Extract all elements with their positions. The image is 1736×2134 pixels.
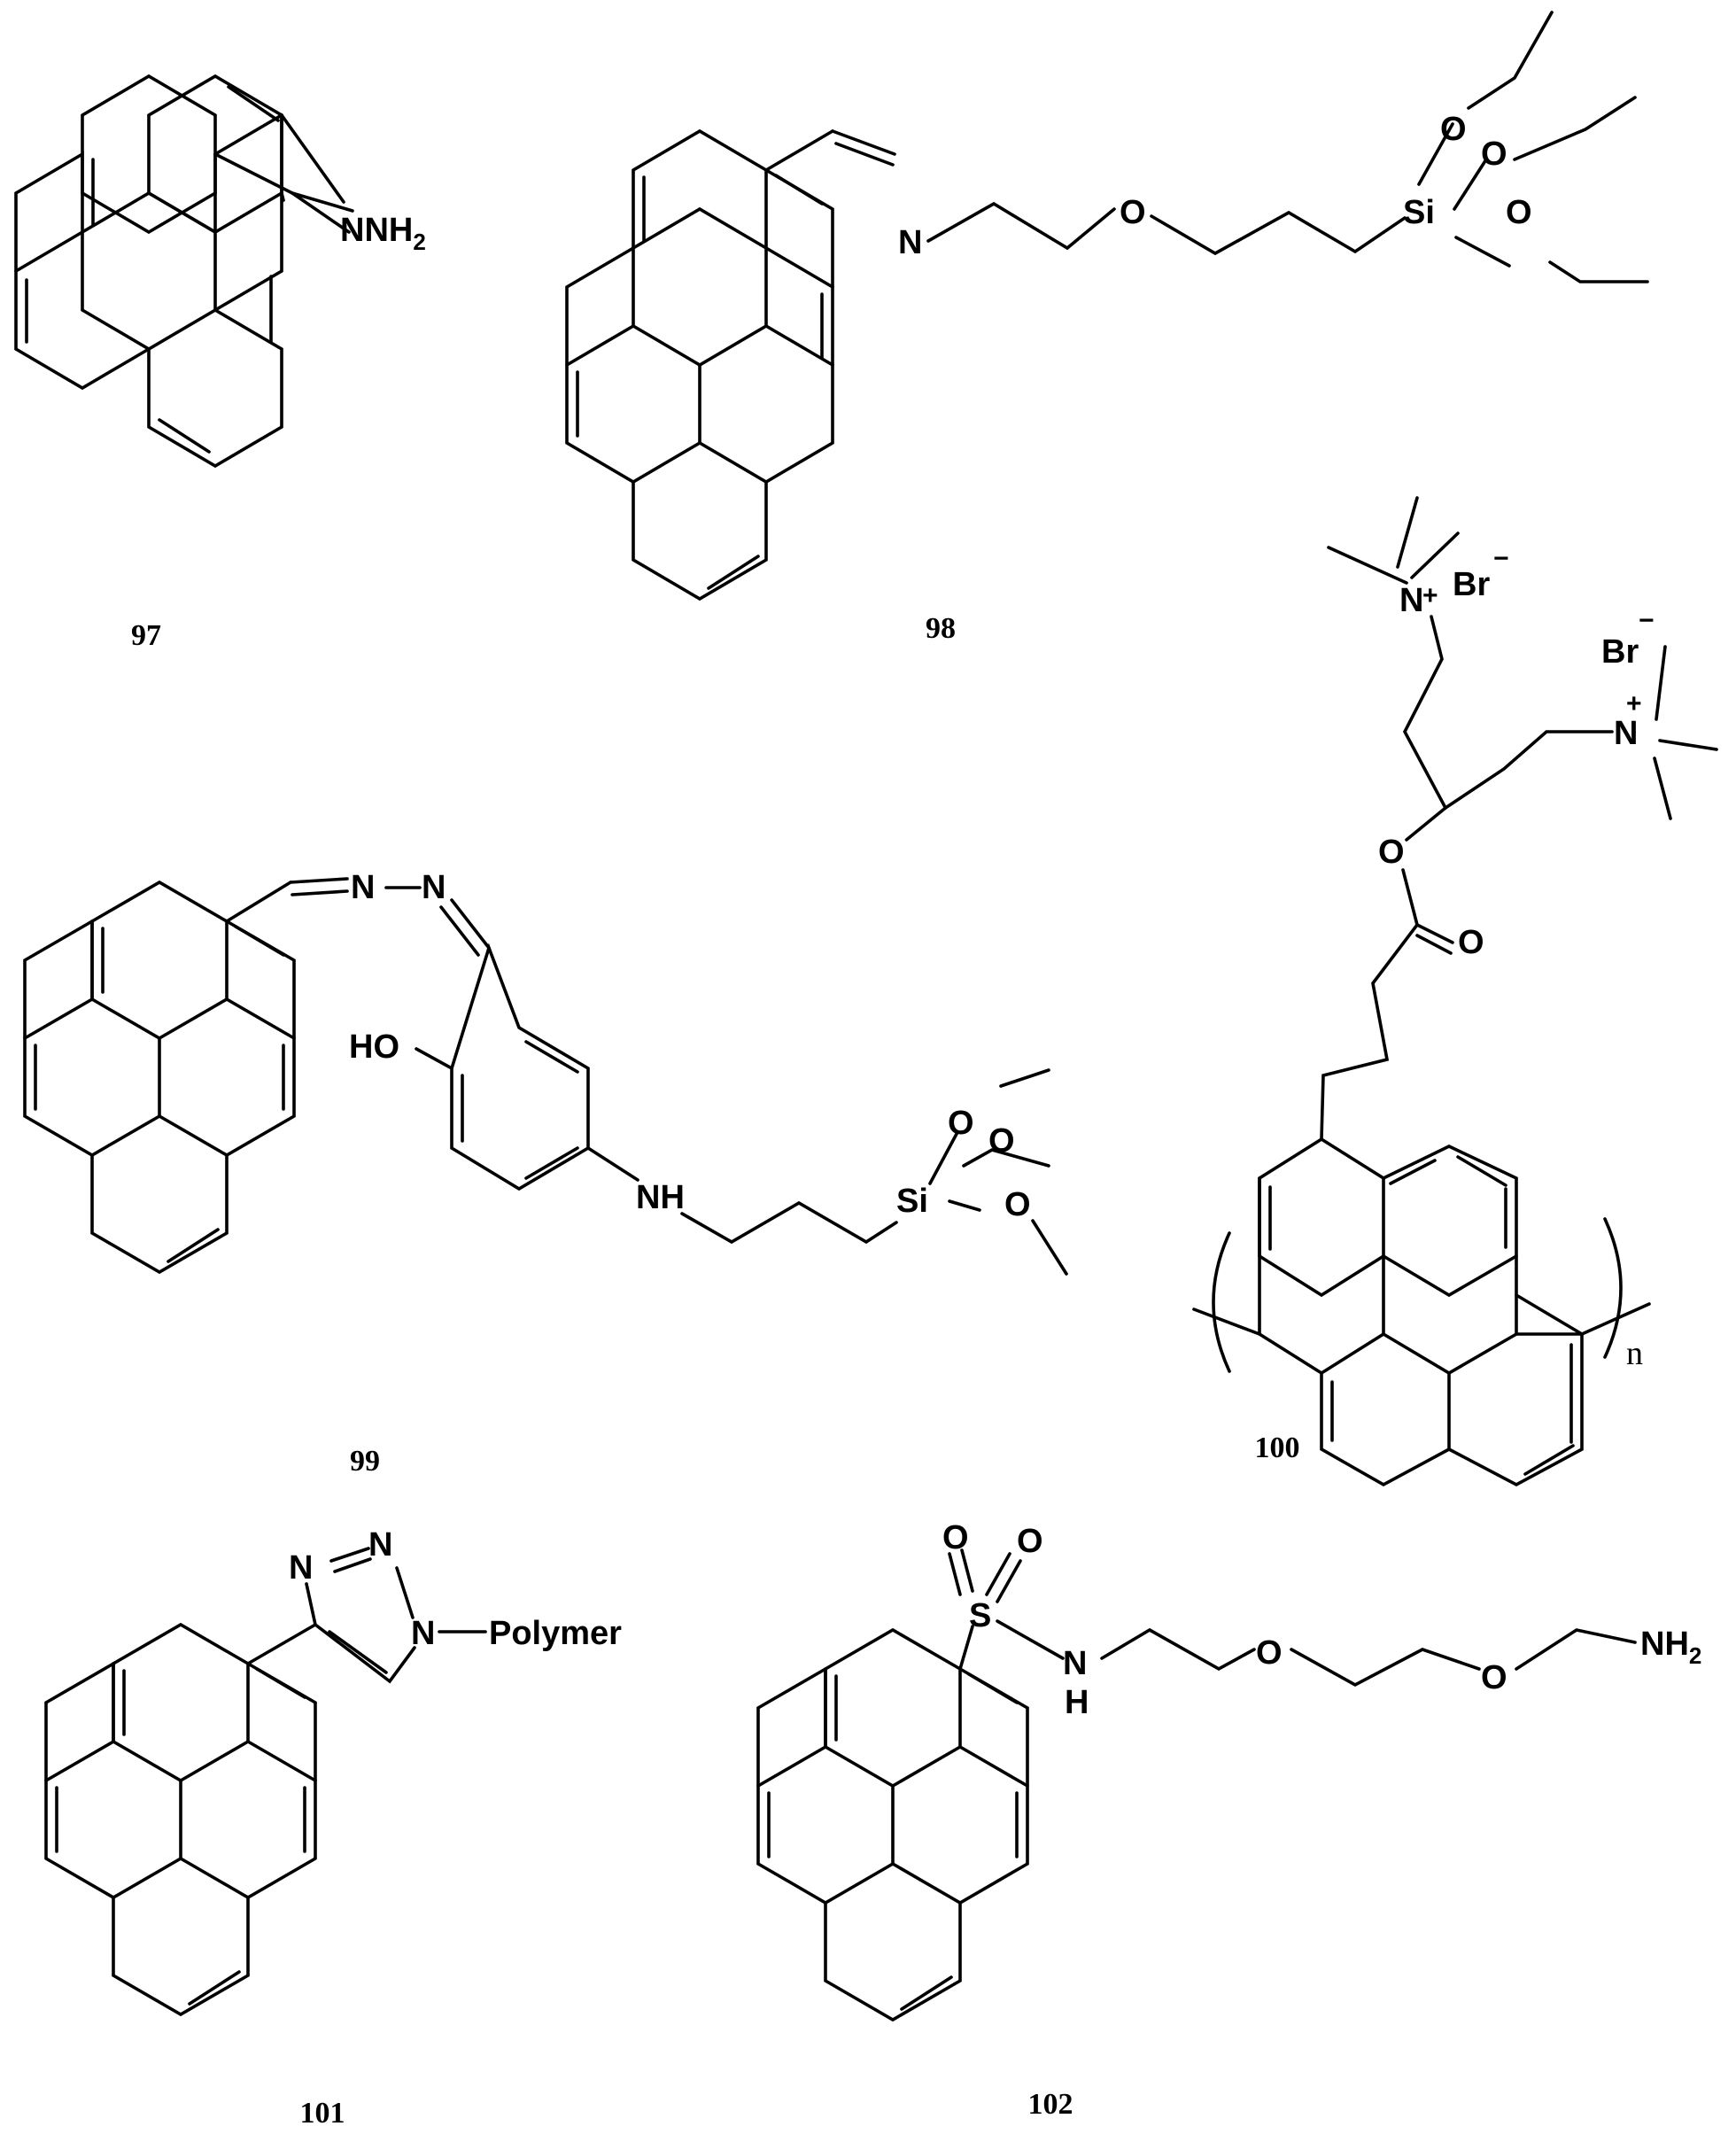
compound-99-number: 99 [350, 1445, 380, 1478]
compound-98-o2: O [1481, 136, 1507, 173]
compound-100-n1: N [1399, 582, 1423, 619]
compound-102-number: 102 [1028, 2088, 1073, 2121]
compound-102-s: S [969, 1597, 991, 1634]
compound-98-bonds [565, 11, 1649, 601]
compound-101-n3: N [411, 1615, 435, 1652]
compound-101-polymer: Polymer [489, 1615, 622, 1652]
compound-98-o3: O [1506, 194, 1532, 231]
compound-102-nh2: NH2 [1640, 1626, 1701, 1669]
compound-101-n1: N [289, 1549, 313, 1587]
compound-101-bonds [44, 1547, 487, 2017]
compound-100-n1-charge: + [1422, 581, 1438, 610]
compound-102-o1: O [942, 1519, 969, 1556]
compound-99: N N HO NH Si O O O 99 [23, 869, 1068, 1478]
compound-102: O O S N H O O NH2 102 [756, 1519, 1701, 2121]
compound-100-carbonyl-o: O [1458, 924, 1484, 961]
compound-102-o4: O [1481, 1659, 1507, 1696]
compound-100: N + Br − Br − N + O O n 100 [1192, 496, 1718, 1487]
compound-102-n: N [1063, 1645, 1087, 1682]
compound-99-n2: N [422, 869, 446, 906]
compound-100-number: 100 [1255, 1432, 1300, 1464]
compound-98-ether-o: O [1120, 194, 1146, 231]
compound-97-number: 97 [131, 619, 161, 652]
compound-97: NNH2 97 [14, 74, 426, 652]
compound-97-nnh2-label: NNH2 [340, 212, 426, 255]
compound-101-number: 101 [300, 2097, 345, 2130]
compound-100-repeat-n: n [1626, 1335, 1643, 1372]
compound-102-o3: O [1256, 1634, 1283, 1672]
compound-101-n2: N [368, 1526, 392, 1564]
compound-100-br2-charge: − [1639, 606, 1655, 635]
compound-100-br1-charge: − [1493, 544, 1509, 573]
compound-99-o3: O [1004, 1186, 1031, 1223]
compound-99-nh: NH [636, 1179, 685, 1216]
compound-101: N N N Polymer 101 [44, 1526, 622, 2130]
compound-100-br2: Br [1601, 633, 1639, 671]
compound-99-n1: N [351, 869, 375, 906]
compound-99-ho: HO [349, 1028, 399, 1066]
compound-99-si: Si [896, 1183, 928, 1220]
compound-99-o2: O [988, 1122, 1015, 1160]
compound-98-number: 98 [926, 612, 956, 645]
compound-98: N O Si O O O 98 [565, 11, 1649, 645]
compound-102-h: H [1065, 1684, 1089, 1721]
compound-98-si: Si [1403, 194, 1435, 231]
compound-100-n2-charge: + [1626, 689, 1642, 718]
compound-99-o1: O [948, 1105, 974, 1142]
compound-99-bonds [23, 877, 1068, 1276]
compound-98-o1: O [1440, 111, 1467, 148]
compound-100-n2: N [1614, 715, 1638, 752]
compound-97-bonds [14, 74, 354, 469]
compound-100-bonds [1192, 496, 1718, 1487]
compound-100-br1: Br [1453, 566, 1490, 603]
compound-98-n: N [898, 224, 922, 261]
compound-102-o2: O [1017, 1523, 1043, 1560]
compound-100-ester-o: O [1378, 834, 1405, 871]
compound-102-bonds [756, 1548, 1637, 2022]
